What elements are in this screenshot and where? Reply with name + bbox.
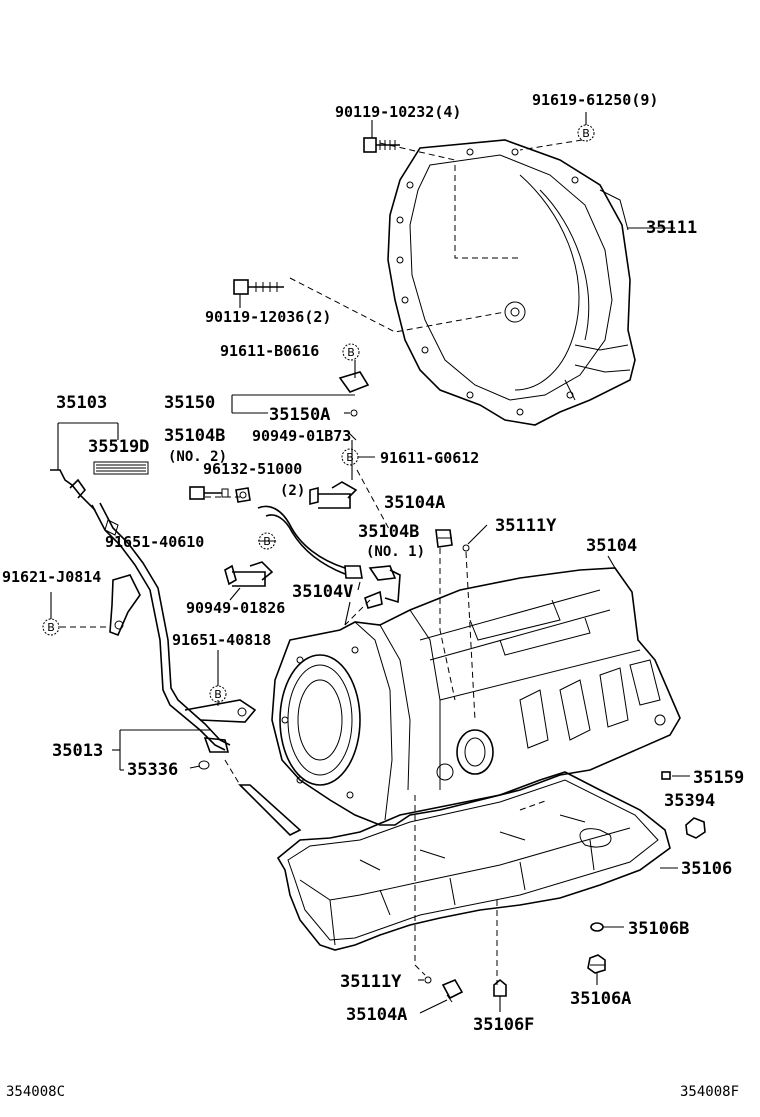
ref-marker-b-91611-B0616: B xyxy=(342,343,360,361)
hose-90949-01826-drawing xyxy=(224,561,274,587)
label-no1: (NO. 1) xyxy=(366,544,425,560)
label-35104: 35104 xyxy=(586,536,637,556)
label-35104V: 35104V xyxy=(292,582,353,602)
label-35103: 35103 xyxy=(56,393,107,413)
label-35394: 35394 xyxy=(664,791,715,811)
label-35104B-no1: 35104B xyxy=(358,522,419,542)
label-91611-G0612: 91611-G0612 xyxy=(380,449,479,467)
ref-marker-b-91651-40610: B xyxy=(258,532,276,550)
svg-text:B: B xyxy=(47,621,55,634)
bolt-90119-10232-drawing xyxy=(363,120,400,153)
label-91621-J0814: 91621-J0814 xyxy=(2,568,101,586)
transmission-35104-drawing xyxy=(271,567,681,826)
footer-code-left: 354008C xyxy=(6,1084,65,1100)
svg-text:B: B xyxy=(346,451,354,464)
label-91619-61250: 91619-61250(9) xyxy=(532,91,658,109)
label-35336: 35336 xyxy=(127,760,178,780)
label-35111Y-bottom: 35111Y xyxy=(340,972,402,992)
plug-35104A-top-drawing xyxy=(435,529,453,548)
label-35104A-top: 35104A xyxy=(384,493,445,513)
label-91611-B0616: 91611-B0616 xyxy=(220,342,319,360)
ref-marker-b-91621-J0814: B xyxy=(42,618,60,636)
label-35104A-bottom: 35104A xyxy=(346,1005,407,1025)
label-35159: 35159 xyxy=(693,768,744,788)
label-35106A: 35106A xyxy=(570,989,631,1009)
label-96132-51000: 96132-51000 xyxy=(203,460,302,478)
bolt-90119-12036-drawing xyxy=(233,279,284,308)
label-no2: (NO. 2) xyxy=(168,449,227,465)
hose-90949-01B73-drawing xyxy=(309,481,358,509)
ref-marker-b-91619: B xyxy=(577,124,595,142)
ref-marker-b-91651-40818: B xyxy=(209,685,227,703)
label-90119-10232: 90119-10232(4) xyxy=(335,103,461,121)
label-35104B-no2: 35104B xyxy=(164,426,225,446)
bell-housing-drawing xyxy=(387,139,636,426)
svg-text:B: B xyxy=(214,688,222,701)
label-90119-12036: 90119-12036(2) xyxy=(205,308,331,326)
label-90949-01B73: 90949-01B73 xyxy=(252,427,351,445)
breather-35104B-no1-drawing xyxy=(364,565,401,609)
connector-35150-drawing xyxy=(338,371,370,417)
label-91651-40818: 91651-40818 xyxy=(172,631,271,649)
label-35106B: 35106B xyxy=(628,919,689,939)
svg-text:B: B xyxy=(347,346,355,359)
label-35106: 35106 xyxy=(681,859,732,879)
clip-96132-drawing xyxy=(235,487,251,503)
oil-pan-35106-drawing xyxy=(276,771,671,951)
label-qty-2: (2) xyxy=(280,483,305,499)
hose-35104V-drawing xyxy=(257,505,363,579)
label-35150: 35150 xyxy=(164,393,215,413)
label-box-35519D xyxy=(93,461,149,475)
ref-marker-b-91611-G0612: B xyxy=(341,448,359,466)
dipstick-35103-drawing xyxy=(50,469,302,836)
label-35111: 35111 xyxy=(646,218,697,238)
label-35111Y-top: 35111Y xyxy=(495,516,557,536)
svg-text:B: B xyxy=(263,535,271,548)
label-35150A: 35150A xyxy=(269,405,330,425)
label-35519D: 35519D xyxy=(88,437,149,457)
footer-code-right: 354008F xyxy=(680,1084,739,1100)
svg-text:B: B xyxy=(582,127,590,140)
label-35013: 35013 xyxy=(52,741,103,761)
label-35106F: 35106F xyxy=(473,1015,534,1035)
label-91651-40610: 91651-40610 xyxy=(105,533,204,551)
label-90949-01826: 90949-01826 xyxy=(186,599,285,617)
